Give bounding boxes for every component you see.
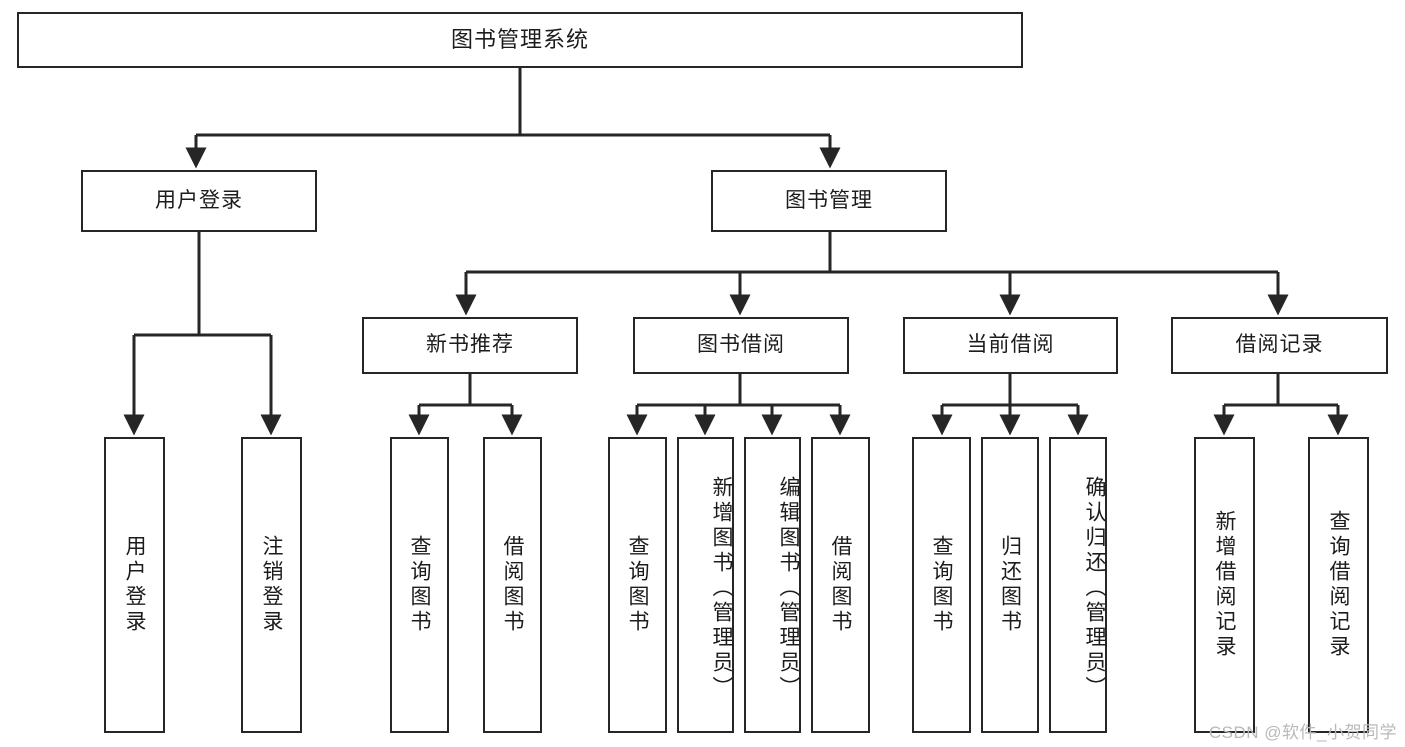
node-label: 查询借阅记录 [1327, 510, 1350, 660]
leaf-current-borrow-query[interactable]: 查询图书 [912, 437, 971, 733]
leaf-user-login-signout[interactable]: 注销登录 [241, 437, 302, 733]
node-label: 当前借阅 [966, 333, 1055, 357]
leaf-book-borrow-query[interactable]: 查询图书 [608, 437, 667, 733]
node-borrow-record[interactable]: 借阅记录 [1171, 317, 1388, 374]
node-label: 新增图书（管理员） [710, 475, 733, 701]
node-label: 新增借阅记录 [1213, 510, 1236, 660]
node-label: 借阅记录 [1235, 333, 1324, 357]
leaf-new-book-query[interactable]: 查询图书 [390, 437, 449, 733]
node-book-management[interactable]: 图书管理 [711, 170, 947, 232]
leaf-current-borrow-return[interactable]: 归还图书 [981, 437, 1039, 733]
leaf-book-borrow-edit[interactable]: 编辑图书（管理员） [744, 437, 801, 733]
node-label: 用户登录 [123, 535, 146, 635]
leaf-borrow-record-add[interactable]: 新增借阅记录 [1194, 437, 1255, 733]
node-label: 图书管理 [785, 188, 873, 212]
node-label: 编辑图书（管理员） [777, 475, 800, 701]
node-label: 查询图书 [626, 535, 649, 635]
node-book-borrow[interactable]: 图书借阅 [633, 317, 849, 374]
node-label: 注销登录 [260, 535, 283, 635]
node-label: 确认归还（管理员） [1083, 475, 1106, 701]
leaf-book-borrow-borrow[interactable]: 借阅图书 [811, 437, 870, 733]
node-label: 用户登录 [155, 188, 243, 212]
leaf-current-borrow-confirm-return[interactable]: 确认归还（管理员） [1049, 437, 1107, 733]
node-user-login[interactable]: 用户登录 [81, 170, 317, 232]
leaf-new-book-borrow[interactable]: 借阅图书 [483, 437, 542, 733]
node-label: 查询图书 [930, 535, 953, 635]
node-new-book-recommend[interactable]: 新书推荐 [362, 317, 578, 374]
leaf-borrow-record-query[interactable]: 查询借阅记录 [1308, 437, 1369, 733]
node-current-borrow[interactable]: 当前借阅 [903, 317, 1118, 374]
node-label: 归还图书 [998, 535, 1022, 635]
node-root-library-system[interactable]: 图书管理系统 [17, 12, 1023, 68]
leaf-user-login-signin[interactable]: 用户登录 [104, 437, 165, 733]
node-label: 新书推荐 [426, 333, 514, 357]
node-label: 借阅图书 [501, 535, 524, 635]
node-label: 借阅图书 [829, 535, 852, 635]
node-label: 查询图书 [408, 535, 431, 635]
leaf-book-borrow-add[interactable]: 新增图书（管理员） [677, 437, 734, 733]
node-label: 图书借阅 [697, 333, 785, 357]
node-label: 图书管理系统 [450, 27, 589, 53]
